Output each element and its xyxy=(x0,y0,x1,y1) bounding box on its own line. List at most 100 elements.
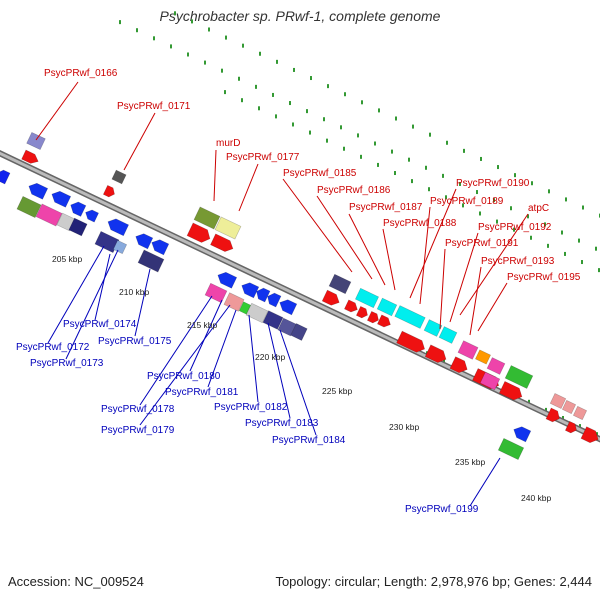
track-dot xyxy=(344,92,346,97)
gene-label-upper: PsycPRwf_0188 xyxy=(383,218,457,229)
gene-features xyxy=(0,131,599,460)
track-dot xyxy=(412,124,414,129)
track-dot xyxy=(374,141,376,146)
track-dot xyxy=(565,197,567,202)
scale-tick-label: 240 kbp xyxy=(521,493,552,503)
gene-label-upper: PsycPRwf_0190 xyxy=(456,178,530,189)
gene-feature xyxy=(513,426,532,443)
leader-line xyxy=(469,457,501,507)
leader-line xyxy=(348,213,386,286)
leader-line xyxy=(316,195,373,280)
leader-line xyxy=(134,268,151,337)
gene-shape xyxy=(94,230,120,254)
leader-line xyxy=(47,245,105,344)
track-dot xyxy=(497,165,499,170)
gene-feature xyxy=(217,271,238,289)
gene-shape xyxy=(564,420,577,434)
leader-line xyxy=(477,282,508,332)
gene-feature xyxy=(85,209,99,223)
gene-shape xyxy=(241,282,260,299)
gene-label-upper: PsycPRwf_0189 xyxy=(430,196,504,207)
gene-feature xyxy=(186,222,211,243)
gene-feature xyxy=(564,420,577,434)
track-dot xyxy=(395,116,397,121)
gene-shape xyxy=(107,218,130,237)
gene-feature xyxy=(267,292,282,308)
leader-line xyxy=(419,206,431,305)
track-dot xyxy=(445,195,447,200)
scale-tick-label: 235 kbp xyxy=(455,457,486,467)
track-dot xyxy=(479,211,481,216)
gene-shape xyxy=(277,317,297,337)
leader-line xyxy=(248,314,259,403)
track-dot xyxy=(595,246,597,251)
gene-feature xyxy=(545,407,560,423)
leader-line xyxy=(469,266,482,336)
gene-feature xyxy=(321,289,340,306)
gene-shape xyxy=(479,371,501,391)
gene-label-lower: PsycPRwf_0180 xyxy=(147,371,221,382)
track-dot xyxy=(292,122,294,127)
gene-shape xyxy=(354,287,380,309)
gene-feature xyxy=(486,357,506,375)
track-dot xyxy=(242,43,244,48)
track-dot xyxy=(293,67,295,72)
track-dot xyxy=(326,138,328,143)
scale-tick-label: 210 kbp xyxy=(119,287,150,297)
gene-shape xyxy=(68,217,88,237)
gene-shape xyxy=(366,310,379,324)
track-dot xyxy=(289,101,291,106)
track-dot xyxy=(429,132,431,137)
track-dot xyxy=(582,205,584,210)
track-dot xyxy=(224,90,226,95)
gene-shape xyxy=(580,426,599,444)
gene-feature xyxy=(572,405,588,421)
gene-shape xyxy=(394,305,426,329)
gene-shape xyxy=(111,169,127,185)
track-dot xyxy=(208,27,210,32)
track-dot xyxy=(241,98,243,103)
track-dot xyxy=(480,156,482,161)
leader-line xyxy=(382,228,396,291)
label-leaders xyxy=(35,81,529,507)
gene-shape xyxy=(137,249,165,273)
gene-feature xyxy=(504,365,534,389)
gene-feature xyxy=(355,305,368,319)
track-dot xyxy=(561,230,563,235)
gene-label-upper: PsycPRwf_0186 xyxy=(317,185,391,196)
gene-label-lower: PsycPRwf_0173 xyxy=(30,358,104,369)
gene-label-lower: PsycPRwf_0179 xyxy=(101,425,175,436)
gene-feature xyxy=(376,297,398,317)
track-dot xyxy=(310,76,312,81)
gene-shape xyxy=(561,399,577,415)
gene-label-upper: PsycPRwf_0185 xyxy=(283,168,357,179)
track-dot xyxy=(221,68,223,73)
gene-shape xyxy=(135,233,154,250)
gene-shape xyxy=(449,356,468,374)
gene-feature xyxy=(204,282,228,304)
track-dot xyxy=(562,415,564,420)
gene-feature xyxy=(394,305,426,329)
track-dot xyxy=(510,206,512,211)
gene-feature xyxy=(354,287,380,309)
accession-text: Accession: NC_009524 xyxy=(8,574,144,589)
gene-shape xyxy=(423,319,443,337)
track-dot xyxy=(255,84,257,89)
gene-label-upper: PsycPRwf_0193 xyxy=(481,256,555,267)
track-dot xyxy=(357,133,359,138)
gene-feature xyxy=(245,302,269,324)
track-dot xyxy=(323,117,325,122)
gene-feature xyxy=(344,299,358,313)
gene-shape xyxy=(396,330,426,353)
leader-line xyxy=(35,81,79,141)
track-dot xyxy=(377,162,379,167)
gene-feature xyxy=(210,233,234,252)
genome-backbone xyxy=(0,150,600,443)
gene-feature xyxy=(151,239,170,256)
gene-feature xyxy=(241,282,260,299)
track-dot xyxy=(309,130,311,135)
gene-label-upper: PsycPRwf_0191 xyxy=(445,238,519,249)
gene-feature xyxy=(328,273,352,295)
track-dot xyxy=(327,84,329,89)
